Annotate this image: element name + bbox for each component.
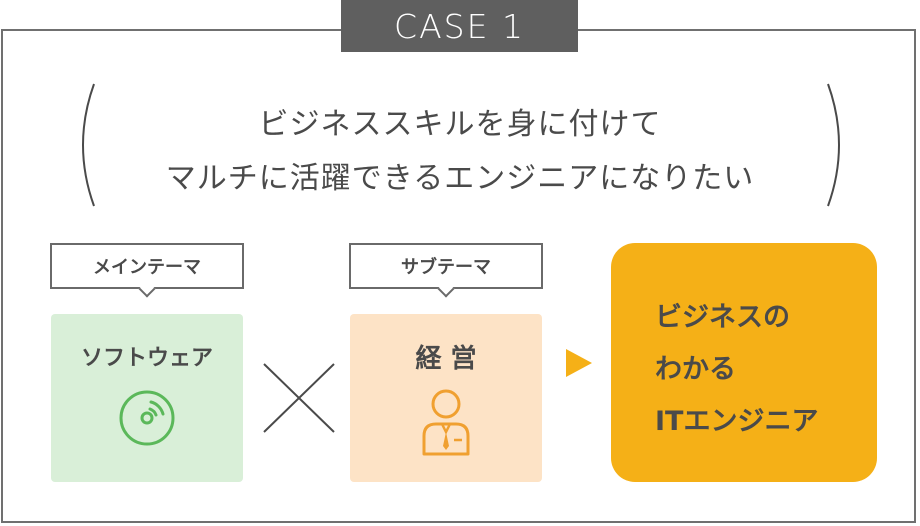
multiply-cross-icon — [263, 363, 335, 433]
result-line-2: わかる — [655, 354, 736, 385]
goal-statement: ビジネススキルを身に付けて マルチに活躍できるエンジニアになりたい — [110, 98, 810, 206]
arrow-right-icon — [566, 349, 592, 377]
result-line-3: ITエンジニア — [655, 406, 819, 437]
main-theme-bubble: メインテーマ — [50, 243, 244, 289]
sub-theme-card: 経 営 — [350, 314, 542, 482]
sub-theme-bubble: サブテーマ — [349, 243, 543, 289]
result-line-1: ビジネスの — [655, 302, 790, 333]
cd-disc-icon — [119, 390, 175, 446]
businessperson-icon — [422, 389, 470, 456]
goal-line-2: マルチに活躍できるエンジニアになりたい — [165, 161, 755, 196]
left-parenthesis-icon — [82, 83, 95, 207]
main-theme-card: ソフトウェア — [51, 314, 243, 482]
main-theme-label: ソフトウェア — [80, 346, 213, 371]
case-label: CASE 1 — [341, 0, 578, 52]
sub-theme-label: 経 営 — [415, 344, 477, 374]
goal-line-1: ビジネススキルを身に付けて — [258, 107, 662, 142]
result-box: ビジネスの わかる ITエンジニア — [611, 243, 877, 482]
right-parenthesis-icon — [827, 83, 840, 207]
